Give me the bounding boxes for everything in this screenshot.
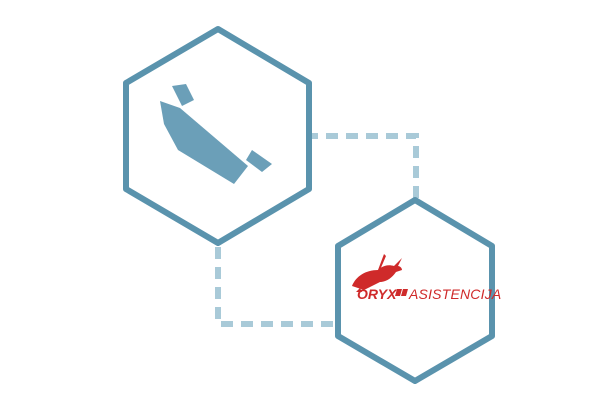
connector-top-right <box>306 133 419 202</box>
phone-hexagon-outline <box>123 26 312 246</box>
phone-hexagon <box>123 26 312 246</box>
connectors <box>215 133 419 327</box>
phone-handset-icon <box>160 84 272 184</box>
logo-hexagon: ORYX ASISTENCIJA <box>335 197 501 384</box>
logo-service-text: ASISTENCIJA <box>408 286 501 302</box>
logo-hexagon-outline <box>335 197 495 384</box>
connector-bottom-left <box>215 247 334 327</box>
logo-mark-chevrons <box>395 289 408 296</box>
oryx-antelope-icon <box>352 254 402 292</box>
logo-brand-text: ORYX <box>357 286 398 302</box>
